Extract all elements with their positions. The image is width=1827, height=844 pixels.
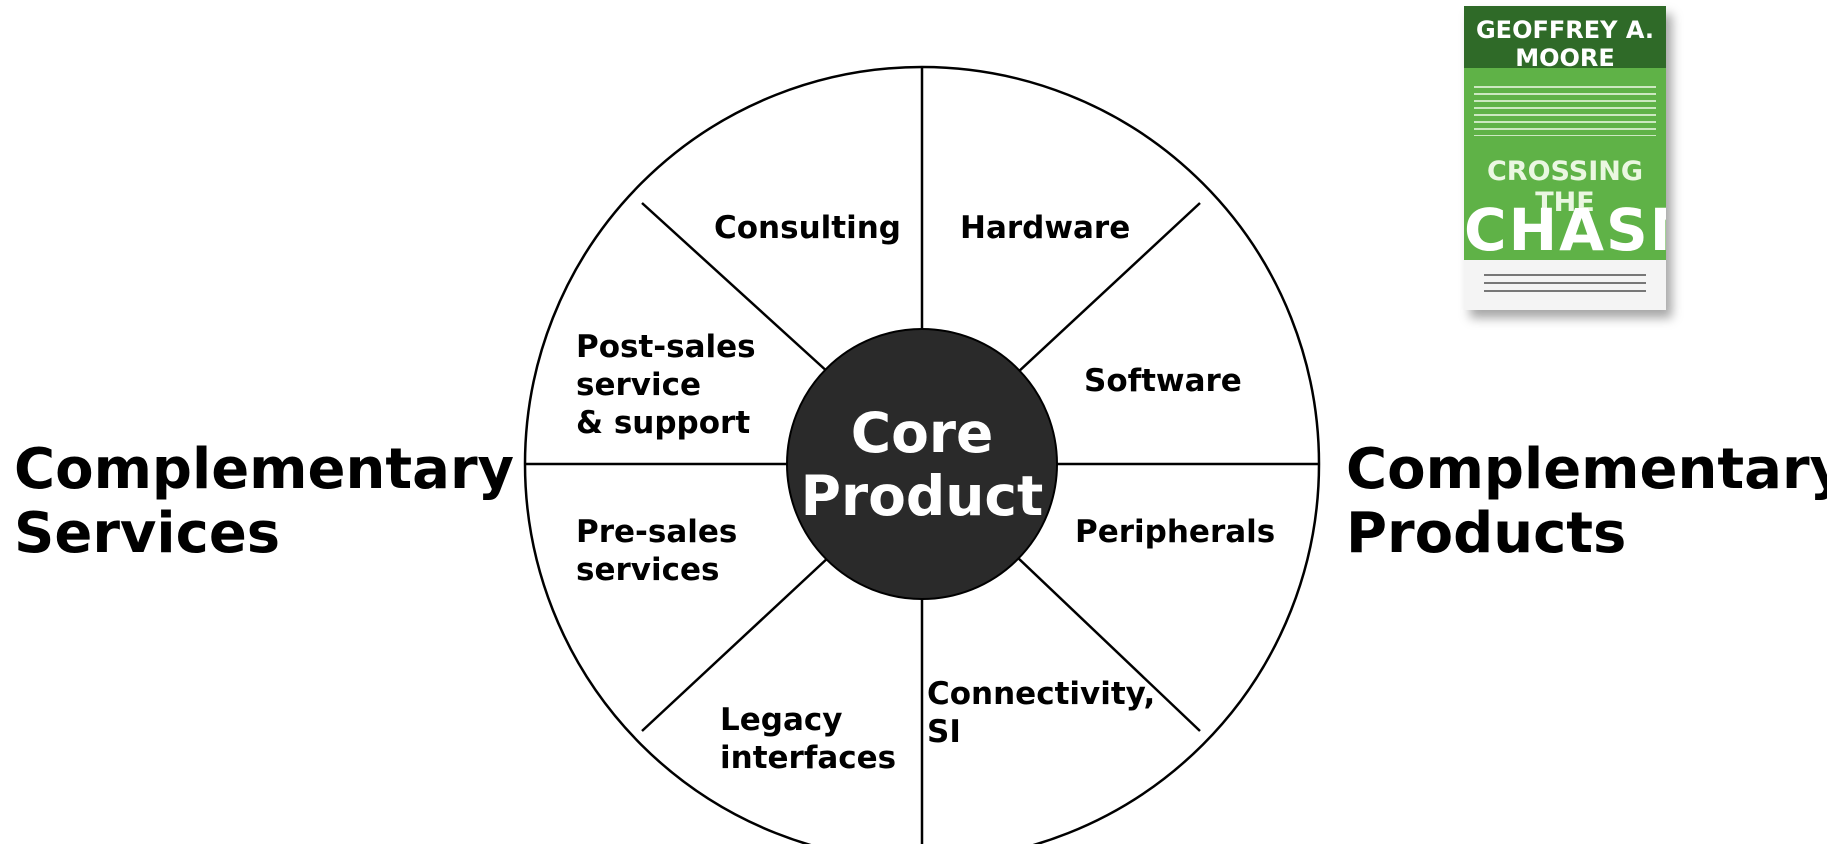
book-cover-image: GEOFFREY A. MOORE CROSSING THE CHASM xyxy=(1464,6,1666,310)
segment-peripherals: Peripherals xyxy=(1075,514,1275,550)
complementary-services-label: Complementary Services xyxy=(14,438,514,566)
book-subtitle-strip xyxy=(1464,260,1666,310)
segment-legacy-line2: interfaces xyxy=(720,740,896,776)
left-label-line1: Complementary xyxy=(14,437,515,502)
divider-bottom-right xyxy=(1015,555,1201,732)
core-product-circle xyxy=(786,328,1058,600)
divider-top-right xyxy=(1015,202,1201,375)
book-author-band xyxy=(1464,6,1666,68)
right-label-line2: Products xyxy=(1346,501,1627,566)
book-blurb-lines xyxy=(1474,86,1656,136)
segment-software: Software xyxy=(1084,363,1242,399)
core-label-line1: Core xyxy=(851,401,994,465)
book-title-line2: CHASM xyxy=(1464,196,1666,264)
left-label-line2: Services xyxy=(14,501,281,566)
book-title-line1: CROSSING THE xyxy=(1486,156,1644,218)
segment-postsales-line2: service xyxy=(576,367,701,403)
segment-connectivity-line1: Connectivity, xyxy=(927,676,1155,712)
segment-postsales-line1: Post-sales xyxy=(576,329,756,365)
complementary-products-label: Complementary Products xyxy=(1346,438,1827,566)
segment-presales-line2: services xyxy=(576,552,719,588)
segment-connectivity-line2: SI xyxy=(927,714,961,750)
segment-consulting: Consulting xyxy=(714,210,901,246)
segment-presales-line1: Pre-sales xyxy=(576,514,737,550)
divider-bottom-left xyxy=(641,555,831,732)
divider-top-left xyxy=(641,202,831,375)
segment-postsales-line3: & support xyxy=(576,405,750,441)
segment-legacy-line1: Legacy xyxy=(720,702,842,738)
segment-hardware: Hardware xyxy=(960,210,1130,246)
book-author: GEOFFREY A. MOORE xyxy=(1475,16,1655,72)
core-label-line2: Product xyxy=(801,464,1044,528)
right-label-line1: Complementary xyxy=(1346,437,1827,502)
